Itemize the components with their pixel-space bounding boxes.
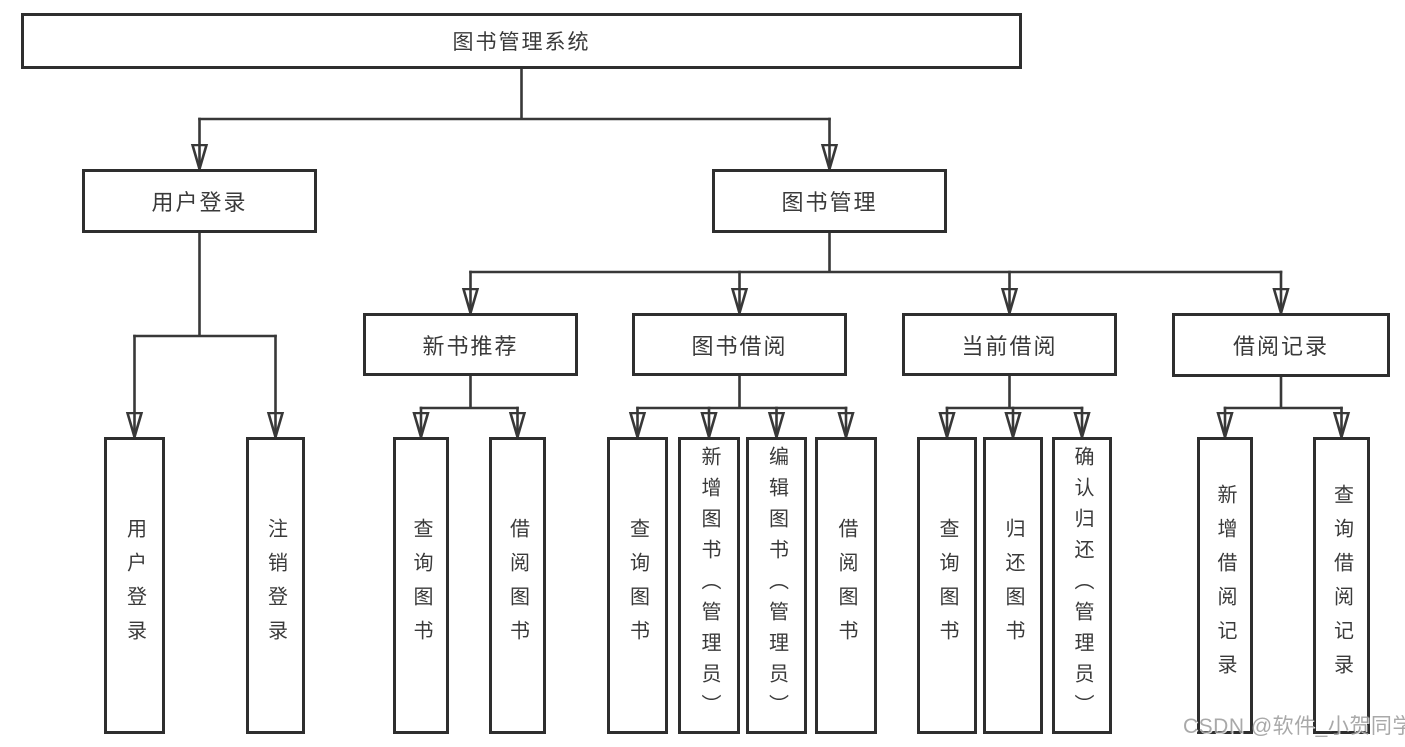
connector-new-book-trunk [419, 374, 519, 410]
connector-current-borrowing-trunk [945, 374, 1084, 410]
node-user-login-label: 用户登录 [151, 190, 248, 215]
node-bb-edit-books: 编辑图书（管理员） [746, 437, 807, 734]
node-br-query-record: 查询借阅记录 [1313, 437, 1370, 734]
node-cb-confirm-return: 确认归还（管理员） [1052, 437, 1112, 734]
node-book-borrowing: 图书借阅 [632, 313, 847, 376]
node-root-system: 图书管理系统 [21, 13, 1022, 69]
node-leaf-user-login-label: 用户登录 [123, 517, 146, 654]
node-book-management-label: 图书管理 [781, 190, 878, 215]
node-cb-return-books-label: 归还图书 [1002, 517, 1024, 654]
node-user-login: 用户登录 [82, 169, 317, 233]
connector-borrowing-records-trunk [1223, 375, 1343, 410]
csdn-watermark: CSDN @软件_小贺同学 [1183, 715, 1405, 738]
connector-book-borrowing-trunk [636, 374, 848, 410]
node-bb-query-books: 查询图书 [607, 437, 668, 734]
node-leaf-logout: 注销登录 [246, 437, 305, 734]
node-leaf-user-login: 用户登录 [104, 437, 165, 734]
node-cb-return-books: 归还图书 [983, 437, 1043, 734]
node-book-borrowing-label: 图书借阅 [691, 333, 788, 359]
node-rec-query-books: 查询图书 [393, 437, 449, 734]
node-leaf-logout-label: 注销登录 [264, 517, 287, 654]
node-bb-add-books: 新增图书（管理员） [678, 437, 740, 734]
node-cb-query-books: 查询图书 [917, 437, 977, 734]
node-bb-borrow-books-label: 借阅图书 [835, 517, 857, 654]
node-rec-borrow-books: 借阅图书 [489, 437, 546, 734]
node-rec-borrow-books-label: 借阅图书 [506, 517, 529, 654]
node-new-book-recommend-label: 新书推荐 [422, 333, 519, 359]
node-bb-add-books-label: 新增图书（管理员） [698, 446, 720, 725]
node-rec-query-books-label: 查询图书 [410, 517, 432, 654]
node-current-borrowing-label: 当前借阅 [961, 333, 1058, 359]
node-bb-borrow-books: 借阅图书 [815, 437, 877, 734]
node-bb-edit-books-label: 编辑图书（管理员） [765, 446, 788, 725]
connector-user-login-trunk [133, 231, 277, 338]
node-cb-confirm-return-label: 确认归还（管理员） [1071, 446, 1093, 725]
node-br-add-record-label: 新增借阅记录 [1214, 483, 1236, 688]
node-current-borrowing: 当前借阅 [902, 313, 1117, 376]
node-bb-query-books-label: 查询图书 [626, 517, 649, 654]
node-borrowing-records-label: 借阅记录 [1232, 334, 1329, 359]
node-br-add-record: 新增借阅记录 [1197, 437, 1253, 734]
connector-book-management-trunk [469, 231, 1283, 274]
node-book-management: 图书管理 [712, 169, 947, 233]
node-br-query-record-label: 查询借阅记录 [1330, 483, 1353, 688]
connector-root-trunk [198, 67, 831, 121]
node-cb-query-books-label: 查询图书 [936, 517, 958, 654]
node-borrowing-records: 借阅记录 [1172, 313, 1390, 377]
node-root-label: 图书管理系统 [452, 31, 591, 54]
node-new-book-recommend: 新书推荐 [363, 313, 578, 376]
